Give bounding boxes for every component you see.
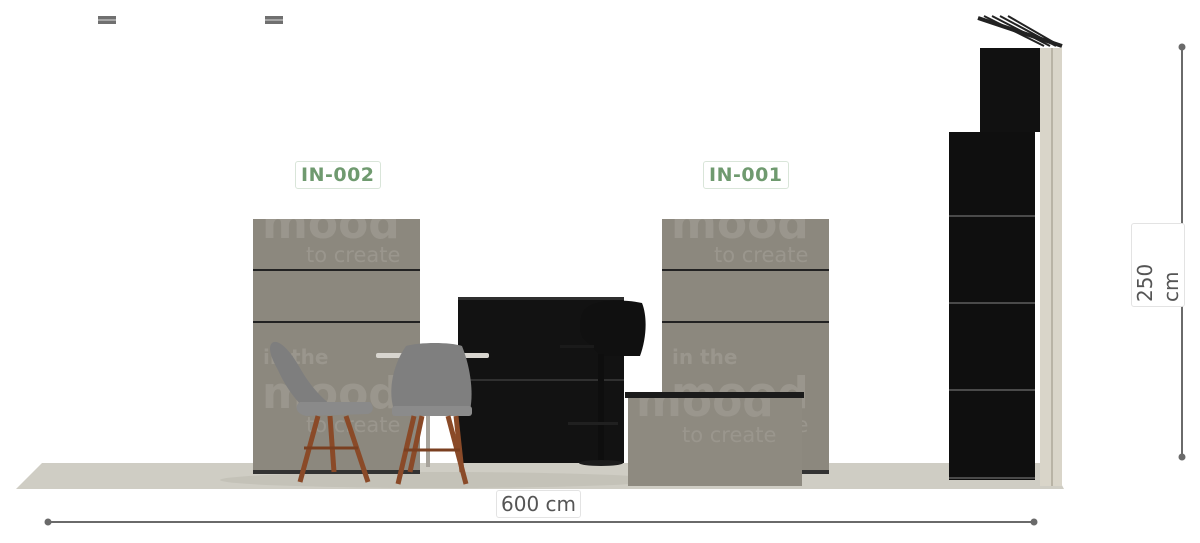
floor-shadow — [220, 472, 660, 488]
height-dimension-label: 250 cm — [1131, 223, 1185, 307]
side-shelving-tower — [949, 15, 1063, 486]
graphic-panel-left: mood to create in the mood to create — [253, 198, 420, 473]
width-dimension-line — [44, 518, 1038, 526]
chair-left — [270, 341, 373, 483]
chair-right — [391, 343, 472, 485]
counter-brand-word: mood — [636, 376, 774, 427]
booth-tag-in-001[interactable]: IN-001 — [703, 161, 789, 189]
panel-brand-line: in the — [672, 345, 737, 369]
counter-brand-tagline: to create — [682, 423, 776, 447]
width-dimension-label: 600 cm — [496, 490, 582, 518]
panel-brand-tagline: to create — [714, 243, 808, 267]
booth-tag-in-002[interactable]: IN-002 — [295, 161, 381, 189]
panel-brand-word: mood — [262, 198, 400, 249]
panel-brand-tagline: to create — [306, 243, 400, 267]
spotlight-bar-icon — [977, 15, 1063, 48]
bar-stool — [560, 300, 646, 466]
panel-brand-word: mood — [671, 198, 809, 249]
ceiling-light-icon — [265, 16, 283, 24]
reception-counter: mood to create — [625, 376, 804, 486]
ceiling-light-icon — [98, 16, 116, 24]
